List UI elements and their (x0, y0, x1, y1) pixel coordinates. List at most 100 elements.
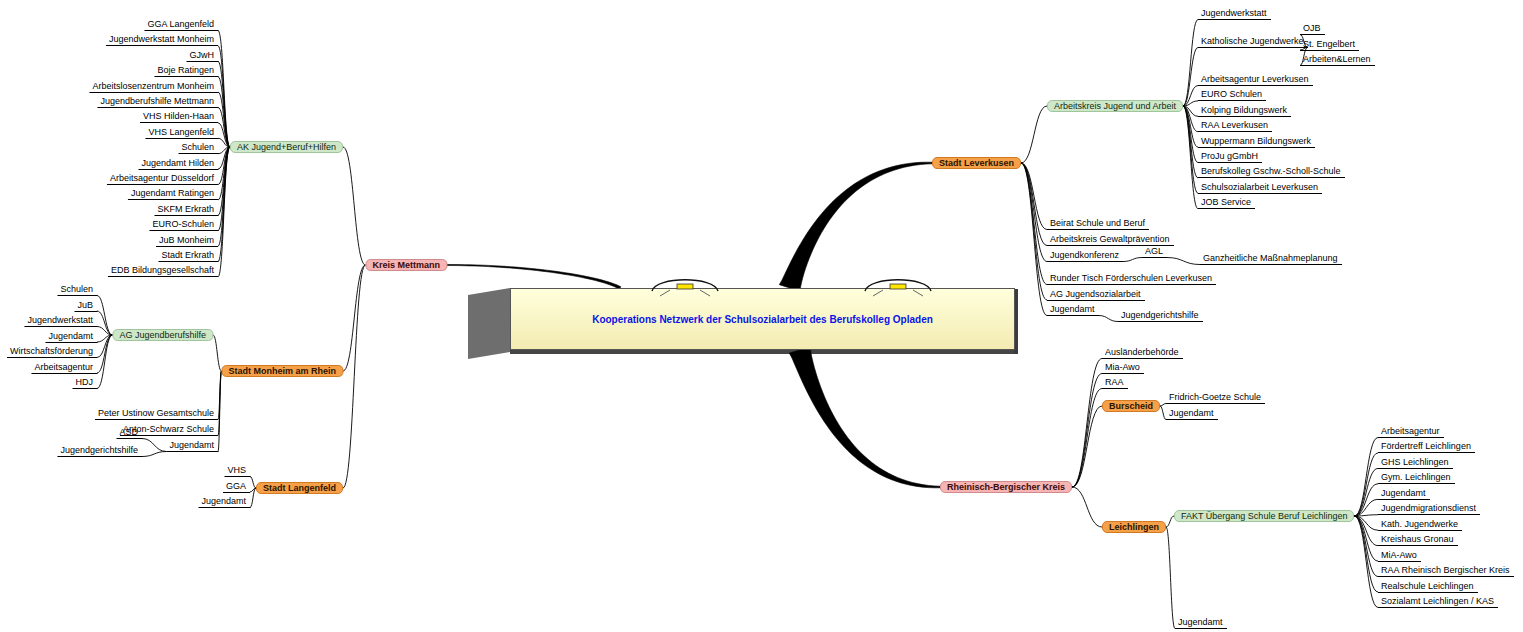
branch-connector (1021, 163, 1047, 246)
partner-item: Beirat Schule und Beruf (1047, 218, 1149, 230)
node-label: Runder Tisch Förderschulen Leverkusen (1050, 273, 1212, 283)
partner-item: Jugendmigrationsdienst (1378, 503, 1480, 515)
node-label: Jugendamt (1178, 617, 1223, 627)
node-label: Arbeitslosenzentrum Monheim (92, 81, 214, 91)
node-label: St. Engelbert (1303, 39, 1355, 49)
node-label: Jugendamt (1169, 408, 1214, 418)
partner-item: Stadt Erkrath (158, 250, 218, 262)
branch-connector (218, 123, 230, 147)
partner-item: AGL (1142, 246, 1167, 258)
branch-connector (1021, 163, 1047, 300)
branch-connector (1183, 101, 1198, 106)
partner-item: GJwH (187, 50, 219, 62)
branch-connector (142, 452, 166, 457)
node-label: Leichlingen (1109, 522, 1159, 532)
partner-item: Katholische Jugendwerke (1198, 36, 1308, 48)
lamp-symbol (652, 280, 718, 296)
branch-connector (218, 371, 221, 452)
partner-item: Arbeitsagentur (31, 362, 97, 374)
node-label: Beirat Schule und Beruf (1050, 218, 1145, 228)
node-label: Peter Ustinow Gesamtschule (98, 408, 214, 418)
partner-item: Jugendamt (1166, 408, 1218, 420)
node-label: Jugendkonferenz (1050, 250, 1119, 260)
branch-connector (1099, 316, 1118, 322)
node-label: Ausländerbehörde (1105, 347, 1179, 357)
lamp-ray (913, 290, 923, 296)
node-label: GGA (226, 481, 246, 491)
branch-connector (218, 138, 230, 147)
node-label: Kooperations Netzwerk der Schulsozialarb… (592, 313, 933, 326)
branch-connector (1354, 438, 1378, 517)
branch-connector (1167, 258, 1200, 265)
partner-item: Arbeitsagentur Düsseldorf (107, 173, 218, 185)
branch-connector (218, 147, 230, 262)
partner-item: EURO-Schulen (149, 219, 218, 231)
branch-connector (343, 265, 365, 488)
branch-connector (218, 147, 230, 246)
branch-connector (218, 147, 230, 277)
branch-connector (97, 311, 112, 335)
branch-connector (250, 488, 256, 508)
node-label: Rheinisch-Bergischer Kreis (947, 482, 1065, 492)
node-label: Wirtschaftsförderung (10, 346, 93, 356)
lamp-arc (652, 280, 718, 291)
node-label: Jugendgerichtshilfe (60, 445, 138, 455)
partner-item: St. Engelbert (1300, 39, 1359, 51)
branch-connector (97, 335, 112, 342)
partner-item: Jugendkonferenz (1047, 250, 1123, 262)
partner-item: Jugendamt Ratingen (128, 188, 218, 200)
node-label: OJB (1303, 23, 1321, 33)
branch-connector (218, 147, 230, 200)
partner-item: Fridrich-Goetze Schule (1166, 392, 1265, 404)
node-label: Jugendamt (201, 496, 246, 506)
node-label: Schulen (181, 142, 214, 152)
hub-box: Kooperations Netzwerk der Schulsozialarb… (510, 288, 1015, 350)
branch-connector (97, 335, 112, 358)
partner-item: RAA Rheinisch Bergischer Kreis (1378, 565, 1514, 577)
node-label: Arbeiten&Lernen (1303, 54, 1371, 64)
node-label: Arbeitskreis Jugend und Arbeit (1054, 101, 1176, 111)
node-label: JuB Monheim (159, 235, 214, 245)
branch-connector (213, 335, 221, 371)
node-label: Fördertreff Leichlingen (1381, 441, 1471, 451)
partner-item: AG Jugendsozialarbeit (1047, 289, 1145, 301)
partner-item: Jugendgerichtshilfe (1118, 310, 1203, 322)
node-label: Gym. Leichlingen (1381, 472, 1451, 482)
partner-item: Jugendamt (1378, 488, 1430, 500)
branch-connector (218, 147, 230, 231)
node-label: Stadt Leverkusen (939, 158, 1014, 168)
node-label: Jugendamt (169, 440, 214, 450)
node-label: Jugendmigrationsdienst (1381, 503, 1476, 513)
node-label: EDB Bildungsgesellschaft (111, 265, 214, 275)
node-label: Jugendberufshilfe Mettmann (100, 96, 214, 106)
partner-item: Jugendwerkstatt (24, 315, 97, 327)
branch-connector (1183, 106, 1198, 209)
node-label: Schulen (60, 284, 93, 294)
branch-connector (447, 265, 621, 290)
partner-item: Arbeitskreis Gewaltprävention (1047, 234, 1174, 246)
branch-connector (1183, 106, 1198, 132)
region-box: Rheinisch-Bergischer Kreis (940, 481, 1072, 493)
branch-connector (1021, 163, 1047, 316)
node-label: AG Jugendberufshilfe (119, 330, 206, 340)
partner-item: Kolping Bildungswerk (1198, 105, 1291, 117)
branch-connector (1072, 487, 1102, 527)
branch-connector (1021, 106, 1047, 163)
partner-item: VHS Langenfeld (145, 127, 218, 139)
partner-item: Runder Tisch Förderschulen Leverkusen (1047, 273, 1216, 285)
branch-connector (218, 108, 230, 148)
branch-connector (1166, 527, 1175, 629)
node-label: Mia-Awo (1105, 362, 1140, 372)
branch-connector (1021, 163, 1047, 285)
branch-connector (1354, 484, 1378, 516)
node-label: Sozialamt Leichlingen / KAS (1381, 596, 1494, 606)
lamp-symbol (865, 280, 931, 296)
branch-connector (218, 147, 230, 154)
branch-connector (1183, 48, 1198, 107)
branch-connector (789, 347, 940, 488)
node-label: SKFM Erkrath (157, 204, 214, 214)
partner-item: Arbeitslosenzentrum Monheim (89, 81, 218, 93)
partner-item: JOB Service (1198, 197, 1255, 209)
partner-item: Schulsozialarbeit Leverkusen (1198, 182, 1322, 194)
branch-connector (1354, 516, 1378, 546)
